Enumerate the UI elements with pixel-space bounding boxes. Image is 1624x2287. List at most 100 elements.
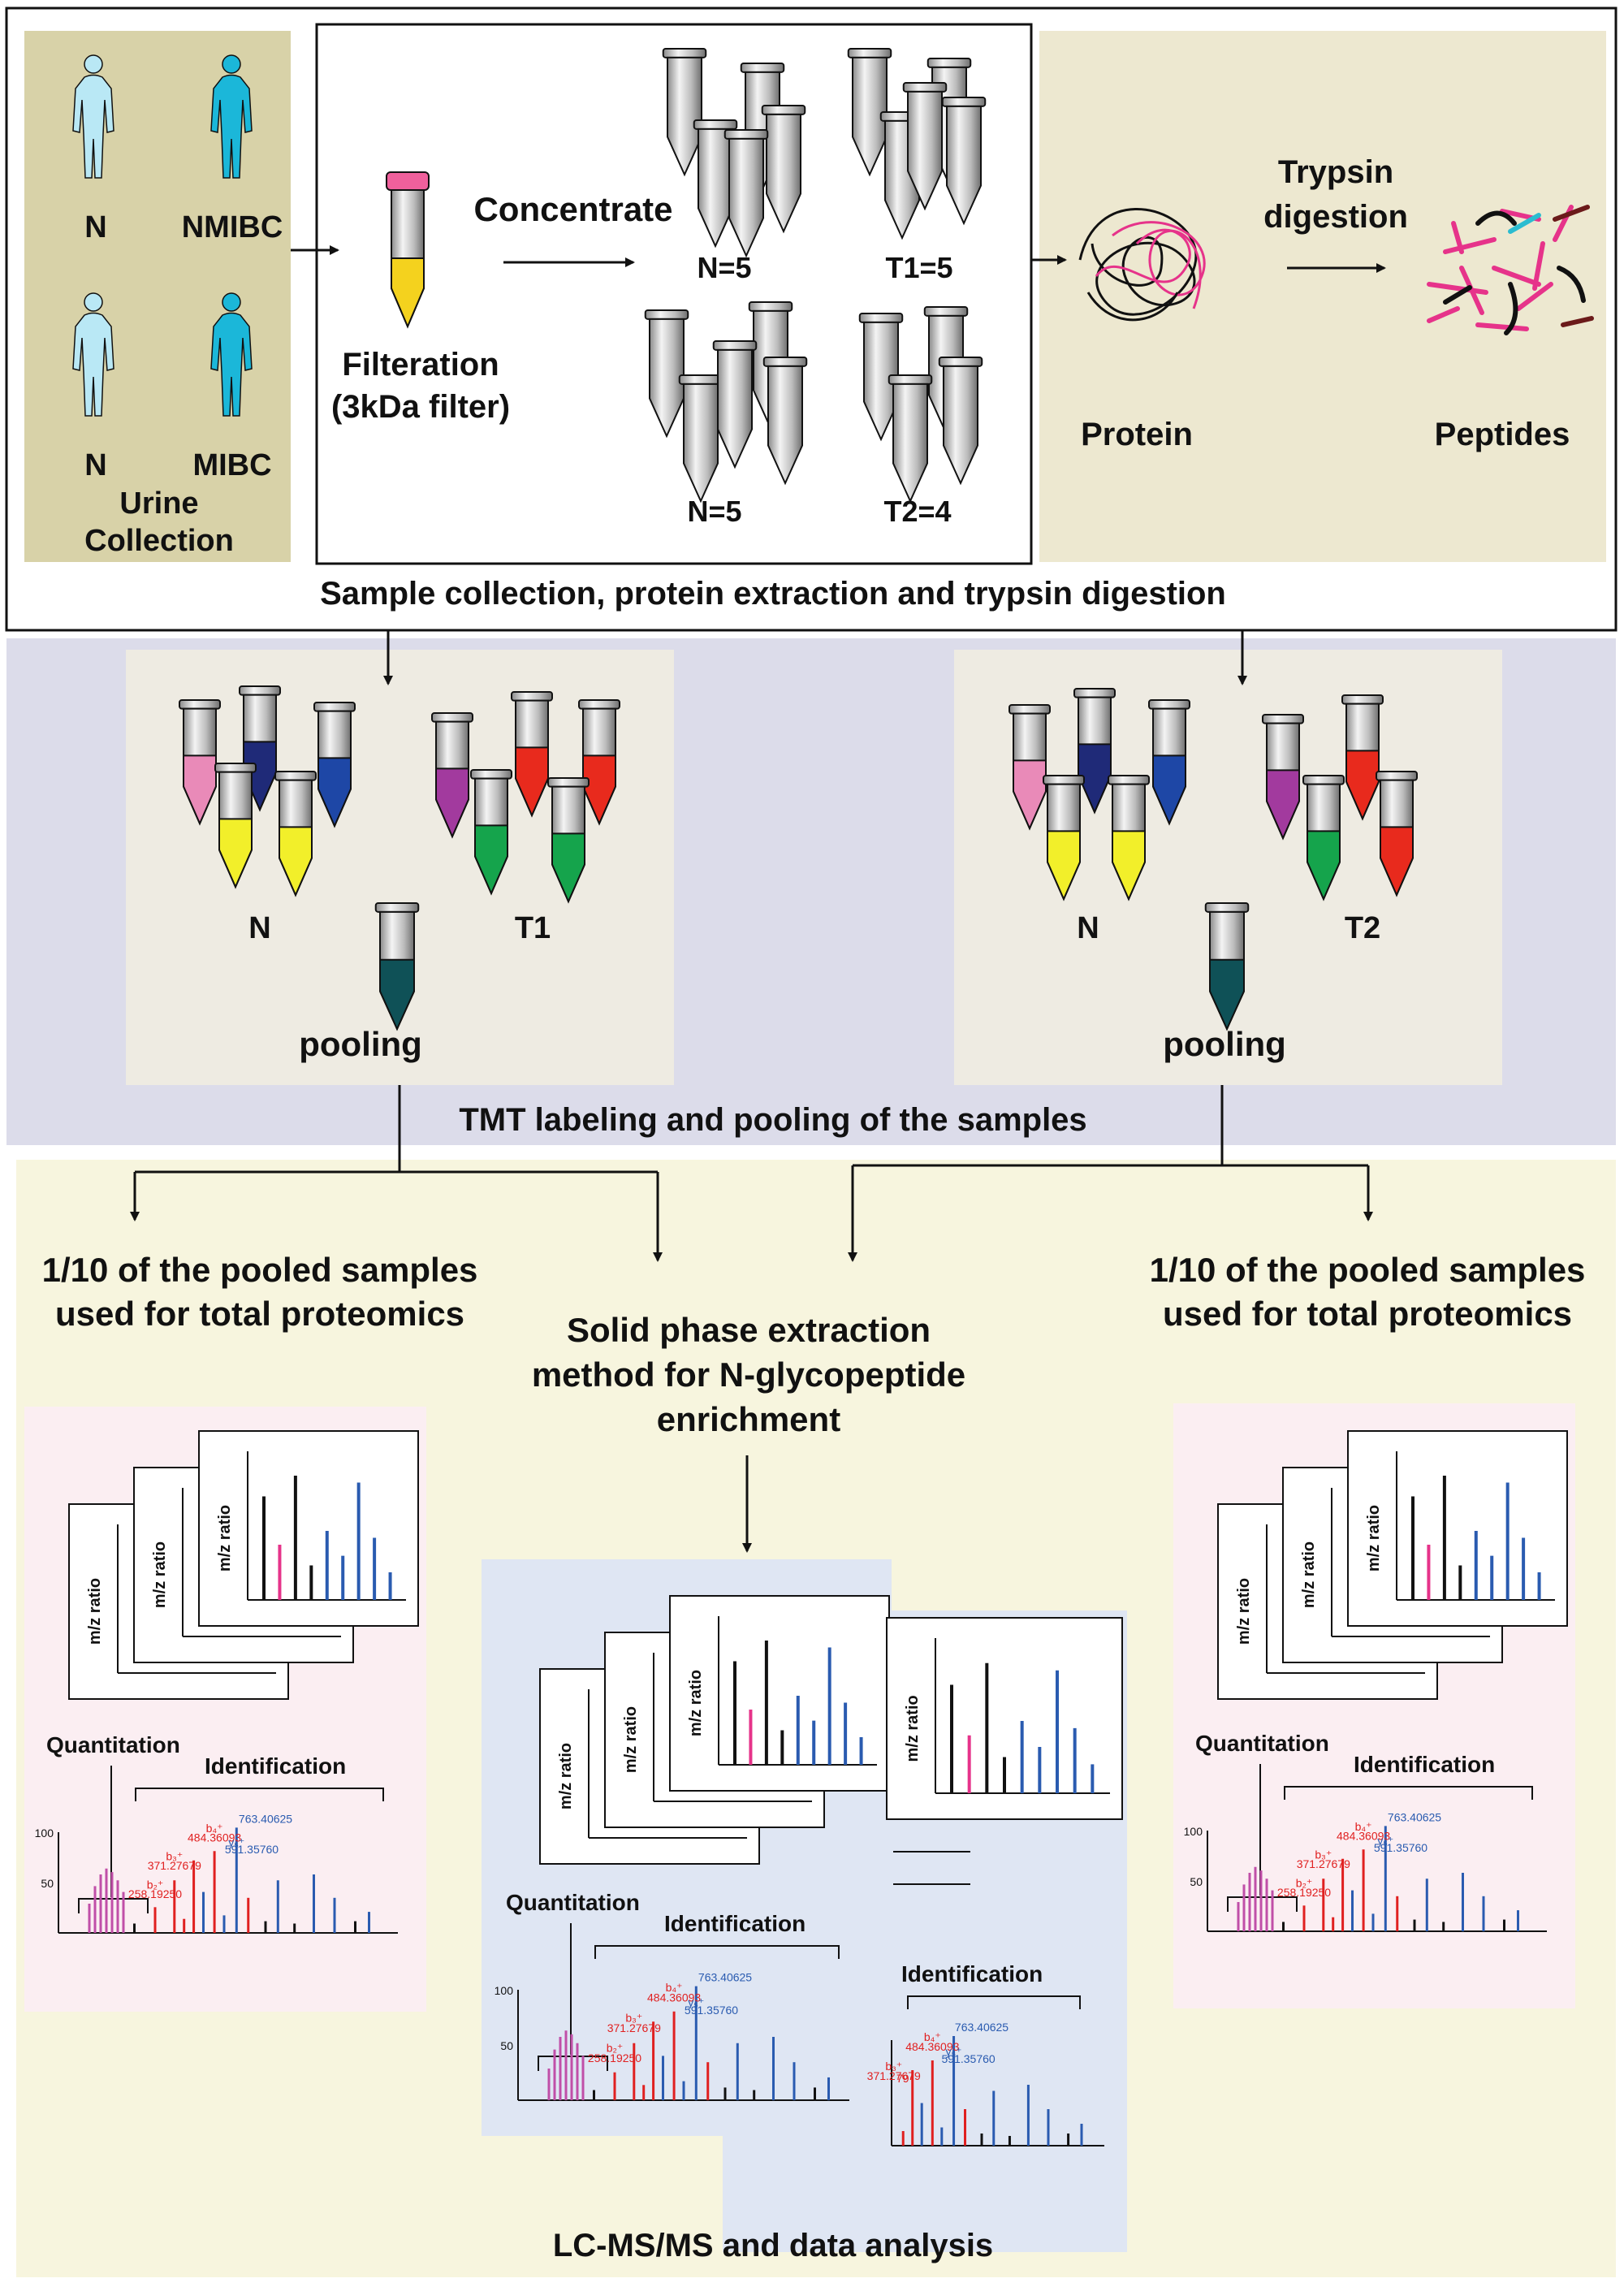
protein-icon (1078, 208, 1206, 322)
filter-tube-icon (386, 171, 430, 329)
concentrate-tube-2-2 (678, 374, 723, 504)
peptide-fragment-15 (1553, 205, 1590, 222)
svg-text:763.40625: 763.40625 (1388, 1811, 1441, 1824)
concentrate-tube-0-0 (662, 48, 707, 177)
mz-ratio-label: m/z ratio (86, 1578, 104, 1645)
tmt-left-tube-3 (214, 763, 257, 889)
y-tick-100: 100 (35, 1827, 54, 1840)
svg-text:591.35760: 591.35760 (685, 2004, 738, 2017)
peptide-fragment-4 (1516, 282, 1553, 311)
svg-text:763.40625: 763.40625 (239, 1813, 292, 1826)
tmt-left-tube-6 (511, 691, 553, 818)
concentrate-tube-1-3 (941, 97, 987, 226)
peptide-fragment-11 (1475, 210, 1517, 226)
tmt-right-tube-6 (1341, 694, 1384, 821)
label-nmibc: NMIBC (182, 210, 283, 244)
svg-text:258.19250: 258.19250 (588, 2051, 641, 2064)
tmt-right-tube-0 (1009, 704, 1051, 831)
left-total-text-line2: used for total proteomics (55, 1295, 464, 1333)
svg-text:y₅⁺: y₅⁺ (228, 1835, 244, 1848)
svg-text:b₃⁺: b₃⁺ (885, 2060, 902, 2073)
svg-text:258.19250: 258.19250 (128, 1887, 182, 1900)
y-tick-100: 100 (1184, 1825, 1203, 1838)
quantitation-label: Quantitation (1195, 1731, 1329, 1756)
label-n-top: N (84, 210, 106, 244)
section3-caption: LC-MS/MS and data analysis (553, 2228, 993, 2263)
svg-text:591.35760: 591.35760 (942, 2052, 996, 2065)
y-tick-100: 100 (495, 1984, 514, 1997)
svg-text:b₂⁺: b₂⁺ (147, 1878, 164, 1891)
y-tick-50: 50 (1190, 1875, 1203, 1888)
peptide-fragment-0 (1443, 237, 1497, 254)
svg-text:258.19250: 258.19250 (1277, 1886, 1331, 1899)
left-total-text-line1: 1/10 of the pooled samples (42, 1251, 478, 1289)
tmt-left-tube-2 (313, 702, 356, 828)
tmt-left-tube-8 (470, 769, 512, 896)
svg-text:b₃⁺: b₃⁺ (166, 1850, 183, 1863)
pooled-tube-left (374, 902, 420, 1031)
svg-text:b₄⁺: b₄⁺ (666, 1981, 683, 1994)
svg-text:591.35760: 591.35760 (225, 1843, 279, 1856)
tmt-left-pooling-label: pooling (299, 1025, 422, 1063)
tmt-left-t1-label: T1 (515, 911, 551, 945)
filtration-label-line2: (3kDa filter) (331, 389, 510, 425)
concentrate-tube-0-2 (693, 119, 738, 249)
mz-ratio-label: m/z ratio (1365, 1505, 1383, 1572)
identification-label: Identification (901, 1961, 1043, 1987)
concentrate-tube-2-3 (762, 357, 808, 486)
spe-text-line3: enrichment (657, 1400, 840, 1438)
concentrate-tube-0-3 (761, 105, 806, 234)
concentrate-tube-2-4 (712, 340, 758, 469)
section2-caption: TMT labeling and pooling of the samples (459, 1102, 1086, 1138)
svg-text:b₃⁺: b₃⁺ (1315, 1848, 1332, 1861)
mz-ratio-label: m/z ratio (1300, 1541, 1318, 1608)
mz-ratio-label: m/z ratio (622, 1706, 640, 1773)
spe-single-card: m/z ratio (886, 1617, 1123, 1820)
concentrate-tube-0-4 (723, 129, 769, 258)
label-mibc: MIBC (192, 448, 271, 482)
svg-text:484.36093: 484.36093 (188, 1831, 241, 1844)
pooled-tube-right (1204, 902, 1250, 1031)
svg-text:371.27679: 371.27679 (867, 2069, 921, 2082)
flow-connectors (130, 1085, 1373, 1553)
svg-text:b₄⁺: b₄⁺ (206, 1822, 223, 1835)
tmt-right-n-label: N (1077, 911, 1099, 945)
peptide-fragment-7 (1475, 322, 1529, 331)
spe-text-line1: Solid phase extraction (567, 1311, 931, 1349)
svg-text:484.36093: 484.36093 (1337, 1830, 1390, 1843)
trypsin-label-line1: Trypsin (1278, 154, 1393, 190)
tmt-right-tube-3 (1043, 775, 1085, 901)
concentrate-tube-3-2 (888, 374, 933, 504)
tmt-left-tube-7 (578, 699, 620, 826)
peptide-fragment-10 (1492, 266, 1541, 287)
section1-caption: Sample collection, protein extraction an… (320, 576, 1226, 612)
right-total-text-line2: used for total proteomics (1163, 1295, 1572, 1333)
svg-text:y₅⁺: y₅⁺ (946, 2045, 962, 2058)
mz-ratio-label: m/z ratio (1235, 1578, 1253, 1645)
quantitation-label: Quantitation (46, 1732, 180, 1757)
peptide-fragment-14 (1443, 285, 1472, 305)
peptide-fragment-2 (1427, 282, 1488, 295)
tmt-left-tube-9 (547, 777, 590, 904)
urine-caption-line1: Urine (119, 486, 198, 521)
tmt-right-pooling-label: pooling (1163, 1025, 1286, 1063)
concentrate-label: Concentrate (473, 190, 672, 228)
ms-spectra-group: m/z ratio m/z ratio m/z ratio m/z ratio m/z … (35, 1430, 1568, 2146)
peptide-fragment-16 (1561, 316, 1594, 327)
tmt-left-tube-4 (274, 771, 317, 897)
mz-ratio-label: m/z ratio (216, 1505, 234, 1572)
svg-text:371.27679: 371.27679 (607, 2021, 661, 2034)
section-sample-collection: N NMIBC N MIBC Urine Collection Filterat… (5, 6, 1618, 632)
peptide-fragment-8 (1427, 306, 1460, 323)
tmt-left-tube-5 (431, 712, 473, 839)
svg-text:b₄⁺: b₄⁺ (1355, 1820, 1372, 1833)
svg-text:y₅⁺: y₅⁺ (1377, 1834, 1393, 1847)
concentrate-tube-1-0 (847, 48, 892, 177)
peptide-fragment-12 (1504, 282, 1518, 335)
concentrate-tube-1-4 (902, 82, 948, 211)
svg-text:y₅⁺: y₅⁺ (688, 1996, 704, 2009)
svg-text:591.35760: 591.35760 (1374, 1841, 1427, 1854)
